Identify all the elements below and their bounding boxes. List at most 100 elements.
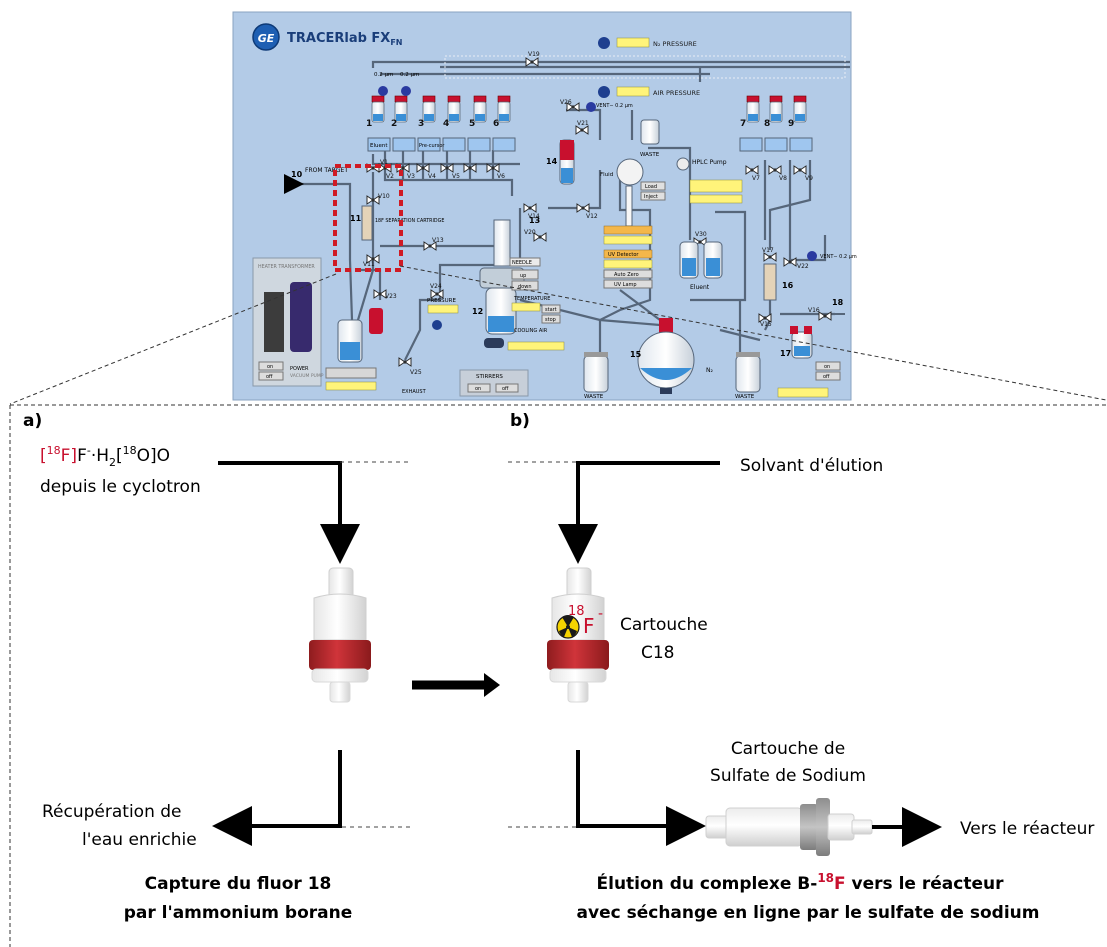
na-cartridge-line1: Cartouche de: [731, 739, 845, 759]
valve-v17-label: V17: [762, 247, 774, 254]
stirrers-label: STIRRERS: [476, 374, 503, 380]
power-off-label: off: [266, 374, 273, 380]
caption-a-line1: Capture du fluor 18: [145, 874, 332, 894]
round-flask-15: 15 N₂: [630, 318, 713, 394]
vial-1-label: 1: [366, 119, 372, 129]
reagent-vials-left: 1 2 3 4 5 6 0.2 µm 0.2 µm: [366, 72, 511, 129]
valve-v3-label: V3: [407, 173, 415, 180]
label-11: 11: [350, 214, 362, 223]
valve-v25-label: V25: [410, 369, 422, 376]
valve-v8-label: V8: [779, 175, 787, 182]
n2-gauge-icon: [598, 37, 610, 49]
n2-pressure-label: N₂ PRESSURE: [653, 40, 697, 48]
vial17-on-button[interactable]: [815, 361, 841, 371]
filter-label-1: 0.2 µm: [374, 72, 393, 78]
cooling-air-readout: [507, 341, 565, 351]
source-formula: [18F]F-·H2[18O]O: [40, 444, 170, 469]
valve-v14-label: V14: [528, 213, 540, 220]
from-target-label: FROM TARGET: [305, 167, 348, 174]
caption-b-line1: Élution du complexe B-18F vers le réacte…: [597, 871, 1005, 894]
valve-v30-label: V30: [695, 231, 707, 238]
fluoride-charge: -: [598, 606, 603, 622]
panel-a: a) [18F]F-·H2[18O]O depuis le cyclotron …: [23, 411, 410, 923]
valve-v11-label: V11: [363, 261, 375, 268]
separation-cartridge-label: 18F SEPARATION CARTRIDGE: [375, 218, 444, 224]
injector-valve: [616, 158, 644, 186]
svg-text:WASTE: WASTE: [735, 394, 755, 400]
svg-text:17: 17: [780, 349, 791, 358]
zoom-guides: [9, 265, 1107, 947]
valve-v21-label: V21: [577, 120, 589, 127]
valve-v23-label: V23: [385, 293, 397, 300]
air-pressure-label: AIR PRESSURE: [653, 89, 700, 97]
needle-up-label: up: [520, 273, 526, 279]
sodium-sulfate-cartridge: [705, 798, 873, 856]
valve-v16-label: V16: [808, 307, 820, 314]
vent-2-label: VENT− 0.2 µm: [820, 254, 857, 260]
reagent-reservoirs-left: Eluent Pre-cursor: [367, 137, 516, 152]
vial-3-label: 3: [418, 119, 424, 129]
stirrers-off-button[interactable]: [495, 383, 519, 393]
temperature-label: TEMPERATURE: [513, 296, 550, 302]
power-off-button[interactable]: [258, 371, 284, 381]
uv-detector-readout: [603, 235, 653, 245]
vial17-off-label: off: [823, 374, 830, 380]
uv-detector-display: [603, 225, 653, 235]
caption-b-line2: avec séchange en ligne par le sulfate de…: [577, 903, 1040, 923]
caption-a-line2: par l'ammonium borane: [124, 903, 353, 923]
valve-v20-label: V20: [524, 229, 536, 236]
vial-7-label: 7: [740, 119, 746, 129]
svg-text:WASTE: WASTE: [584, 394, 604, 400]
power-on-label: on: [267, 364, 273, 370]
load-button[interactable]: [640, 181, 666, 191]
to-reactor-label: Vers le réacteur: [960, 819, 1094, 839]
vial-5-label: 5: [469, 119, 475, 129]
vial-4-label: 4: [443, 119, 449, 129]
valve-v6-label: V6: [497, 173, 505, 180]
valve-v7-label: V7: [752, 175, 760, 182]
vial17-on-label: on: [824, 364, 830, 370]
power-on-button[interactable]: [258, 361, 284, 371]
inject-label: Inject: [644, 194, 658, 200]
inject-button[interactable]: [640, 191, 666, 201]
needle-up-button[interactable]: [511, 269, 539, 280]
valve-v10-label: V10: [378, 193, 390, 200]
filter-label-2: 0.2 µm: [400, 72, 419, 78]
temp-start-button[interactable]: [541, 304, 561, 314]
hplc-pump-icon: [676, 157, 690, 171]
precursor-box-label: Pre-cursor: [419, 143, 445, 149]
separation-cartridge-11: [361, 205, 373, 241]
temperature-readout: [511, 302, 541, 312]
auto-zero-button[interactable]: [603, 269, 653, 279]
vial-6-label: 6: [493, 119, 499, 129]
temp-stop-button[interactable]: [541, 314, 561, 324]
valve-v24-label: V24: [430, 283, 442, 290]
waste-bottle-right: WASTE: [735, 352, 761, 400]
cartridge-16: [763, 263, 777, 301]
needle-label: NEEDLE: [512, 260, 532, 266]
air-pressure-readout: [616, 86, 650, 97]
elution-arrow: [576, 750, 706, 846]
stirrers-on-button[interactable]: [467, 383, 491, 393]
c18-label-line1: Cartouche: [620, 615, 708, 635]
auto-zero-label: Auto Zero: [614, 272, 639, 278]
vial17-off-button[interactable]: [815, 371, 841, 381]
exhaust-label: EXHAUST: [402, 389, 427, 395]
needle-box: [509, 257, 541, 267]
recovery-line1: Récupération de: [42, 802, 182, 822]
transition-arrowhead: [484, 673, 500, 697]
needle-down-label: down: [518, 284, 532, 290]
uv-lamp-button[interactable]: [603, 279, 653, 289]
label-12: 12: [472, 307, 483, 316]
vent-label: VENT− 0.2 µm: [596, 103, 633, 109]
eluent-box-label: Eluent: [370, 143, 388, 149]
vacuum-pump-unit: [290, 282, 312, 352]
label-14: 14: [546, 157, 558, 166]
inlet-arrow-a: [218, 461, 360, 564]
uv-detector-status: [603, 249, 653, 259]
vial17-readout: [777, 387, 829, 398]
valve-v13-label: V13: [432, 237, 444, 244]
valve-v19-label: V19: [528, 51, 540, 58]
vial-9-label: 9: [788, 119, 794, 129]
tracerlab-schematic: GE TRACERlab FXFN N₂ PRESSURE AIR PRESSU…: [232, 11, 857, 401]
